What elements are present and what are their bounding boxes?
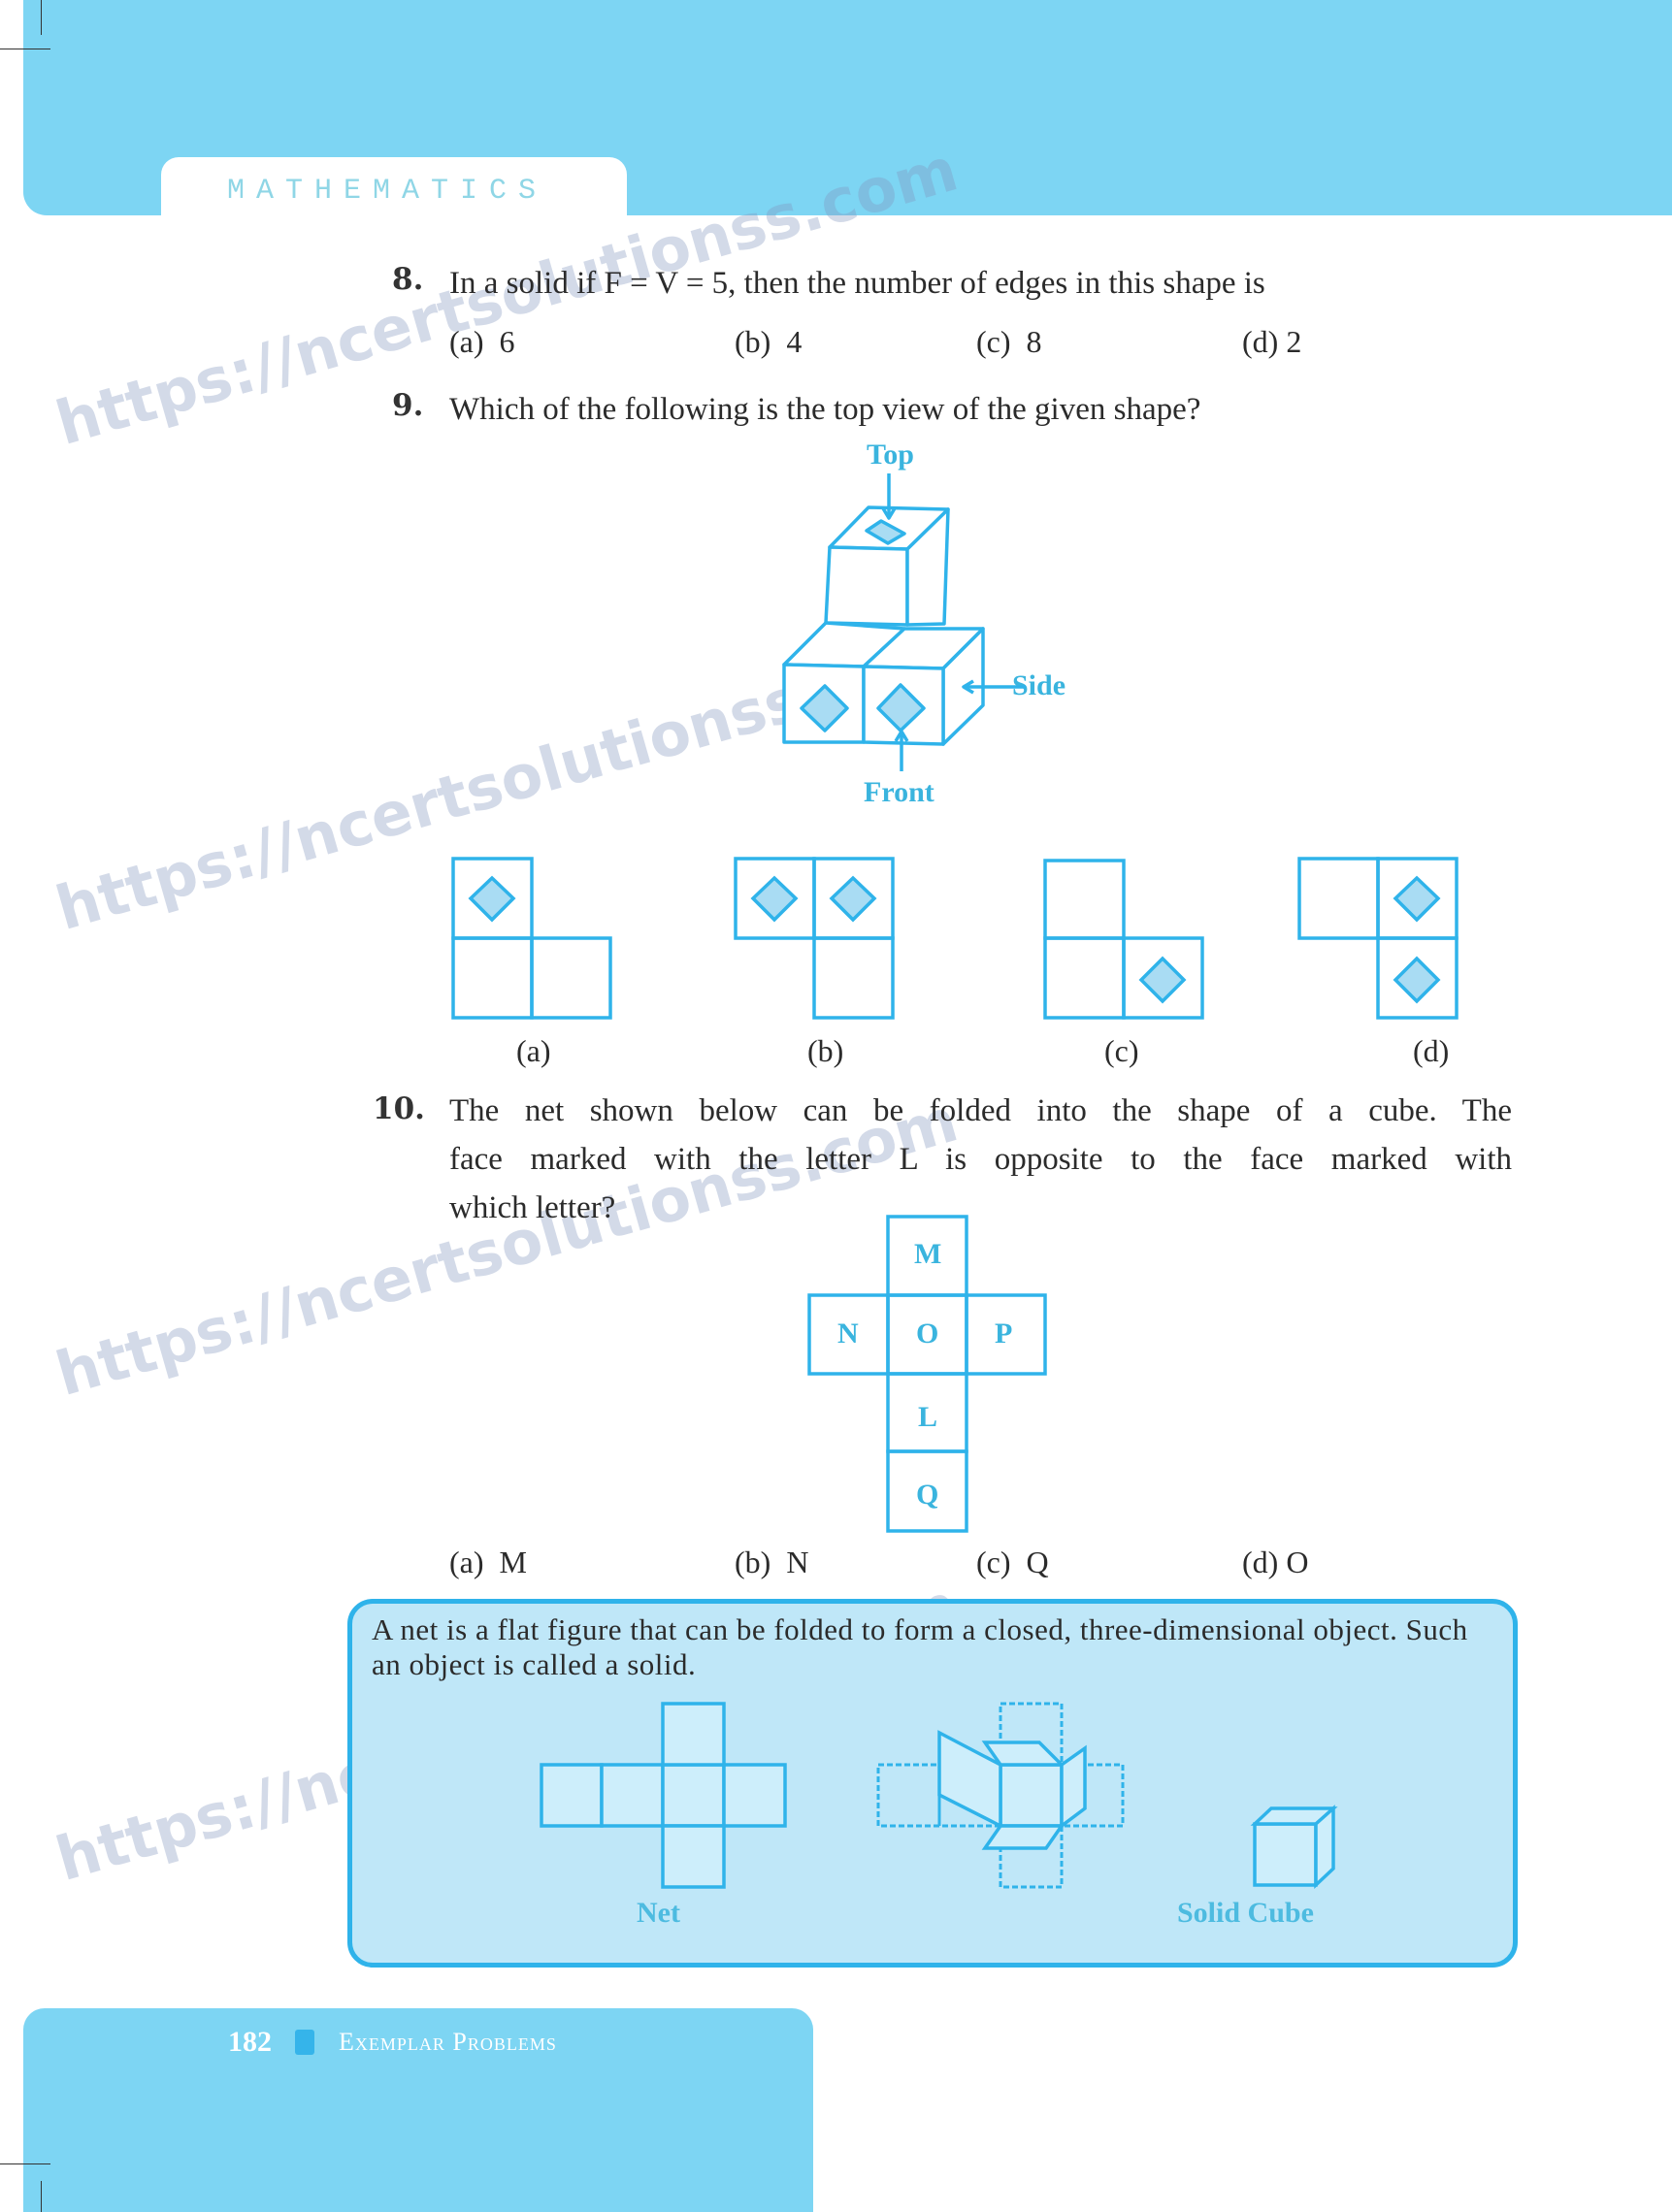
question-text: In a solid if F = V = 5, then the number… xyxy=(449,266,1265,301)
option-c-figure xyxy=(1043,859,1204,1020)
option-a: (a) 6 xyxy=(449,324,515,359)
option-a: (a) xyxy=(516,1033,551,1068)
option-b-figure xyxy=(734,857,895,1020)
question-number: 8. xyxy=(392,262,424,297)
face-l: L xyxy=(918,1401,938,1433)
option-b: (b) xyxy=(807,1033,844,1068)
option-c: (c) xyxy=(1104,1033,1139,1068)
option-d: (d) xyxy=(1413,1033,1450,1068)
face-q: Q xyxy=(916,1479,939,1511)
net-label: Net xyxy=(637,1897,680,1929)
face-o: O xyxy=(916,1317,939,1350)
option-a: (a) M xyxy=(449,1545,527,1579)
option-c: (c) 8 xyxy=(976,324,1042,359)
header-tab xyxy=(161,157,627,225)
cube-net-figure: M N O P L Q xyxy=(807,1215,1052,1533)
question-text: Which of the following is the top view o… xyxy=(449,392,1201,427)
top-view-options xyxy=(451,857,1459,1020)
face-p: P xyxy=(995,1317,1013,1350)
question-number: 9. xyxy=(392,388,424,423)
subject-title: MATHEMATICS xyxy=(227,175,548,208)
option-d: (d) O xyxy=(1242,1545,1309,1579)
option-b: (b) N xyxy=(735,1545,809,1579)
front-label: Front xyxy=(864,776,934,808)
book-title: Exemplar Problems xyxy=(339,2028,557,2056)
option-d: (d) 2 xyxy=(1242,324,1302,359)
crop-mark xyxy=(41,2181,42,2212)
face-m: M xyxy=(914,1238,942,1270)
face-n: N xyxy=(837,1317,859,1350)
definition-text: A net is a flat figure that can be folde… xyxy=(372,1612,1468,1681)
option-b: (b) 4 xyxy=(735,324,803,359)
top-label: Top xyxy=(867,439,914,471)
page-number: 182 xyxy=(228,2026,272,2058)
question-number: 10. xyxy=(373,1091,425,1126)
option-a-figure xyxy=(451,857,612,1020)
cube-stack-figure xyxy=(782,473,1026,771)
question-text: The net shown below can be folded into t… xyxy=(449,1093,1512,1225)
option-c: (c) Q xyxy=(976,1545,1049,1579)
crop-mark xyxy=(41,0,42,35)
net-to-cube-figure xyxy=(540,1702,1338,1890)
square-bullet-icon xyxy=(295,2030,314,2055)
option-d-figure xyxy=(1297,857,1459,1020)
footer-band xyxy=(23,2008,813,2212)
solid-cube-label: Solid Cube xyxy=(1177,1897,1314,1929)
crop-mark xyxy=(0,2163,50,2164)
